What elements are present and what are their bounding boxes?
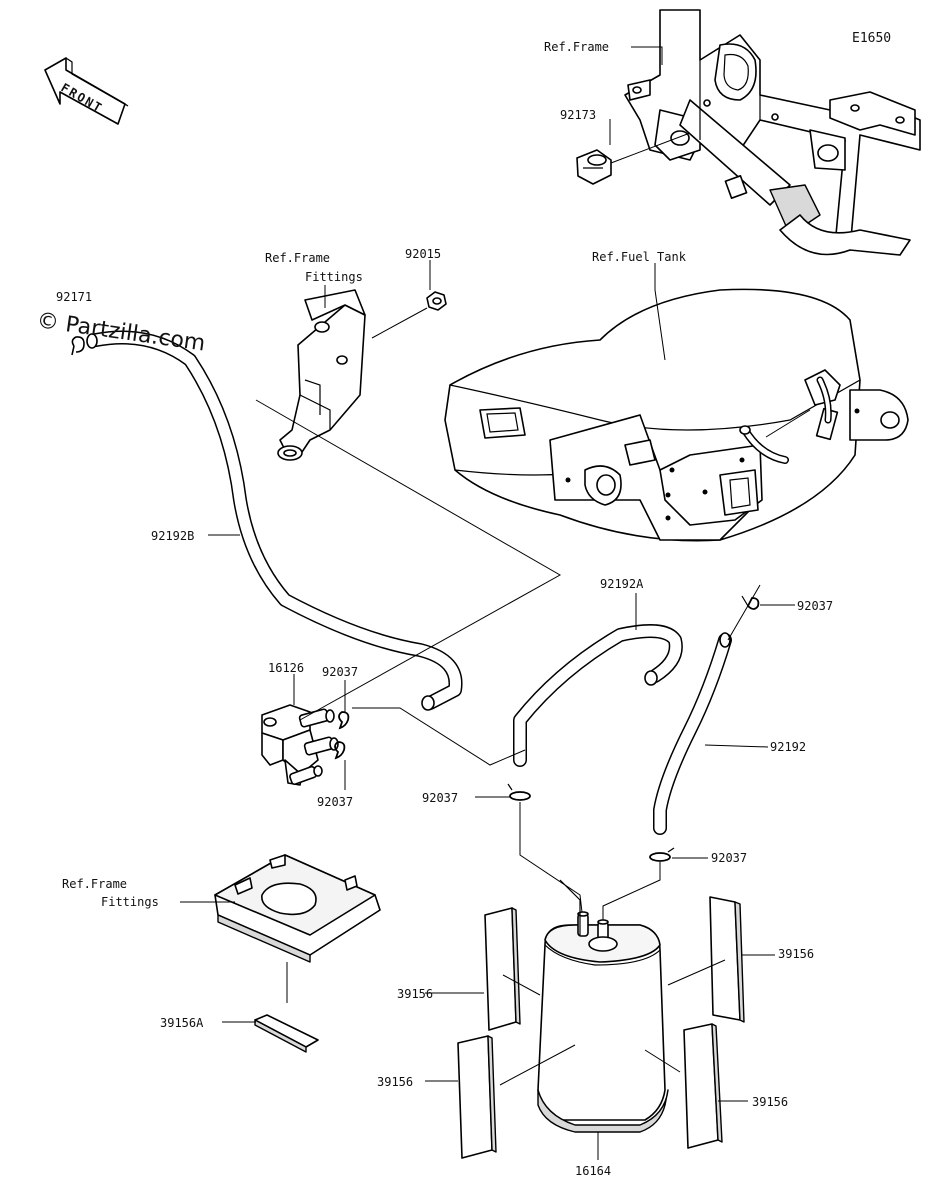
- ref-fuel-tank-label: Ref.Fuel Tank: [592, 250, 687, 264]
- part-number-92037-right: 92037: [711, 851, 747, 865]
- part-number-92037-left: 92037: [422, 791, 458, 805]
- part-number-39156-left-top: 39156: [397, 987, 433, 1001]
- part-number-92192B: 92192B: [151, 529, 194, 543]
- hose-92192A: [513, 624, 683, 767]
- hose-92192: [653, 584, 761, 835]
- frame-fittings-lower-bracket: [214, 854, 381, 963]
- part-number-92192A: 92192A: [600, 577, 644, 591]
- frame-fittings-bracket: [277, 289, 366, 461]
- watermark: © Partzilla.com: [35, 308, 207, 356]
- part-number-92192: 92192: [770, 740, 806, 754]
- part-number-16164: 16164: [575, 1164, 611, 1178]
- clamp-92037-valve-bottom: [334, 741, 346, 760]
- canister-16164: [537, 879, 669, 1133]
- part-number-39156-right-bottom: 39156: [752, 1095, 788, 1109]
- part-number-92015: 92015: [405, 247, 441, 261]
- part-number-92037-tank: 92037: [797, 599, 833, 613]
- diagram-code: E1650: [852, 31, 891, 46]
- clamp-92037-tank: [741, 595, 760, 610]
- clamp-92037-valve-top: [338, 711, 350, 730]
- leader-lines: [180, 46, 795, 1160]
- pad-39156-right-top: [709, 896, 745, 1023]
- part-number-92173: 92173: [560, 108, 596, 122]
- part-number-39156A: 39156A: [160, 1016, 204, 1030]
- part-number-16126: 16126: [268, 661, 304, 675]
- part-number-92037-valve-top: 92037: [322, 665, 358, 679]
- pad-39156-left-bottom: [457, 1035, 497, 1159]
- pad-39156A: [254, 1014, 319, 1053]
- clip-92171: [71, 336, 85, 356]
- pad-39156-right-bottom: [683, 1023, 723, 1149]
- ref-frame-fittings-lower-label-line2: Fittings: [101, 895, 159, 909]
- clamp-92037-left: [507, 783, 531, 801]
- frame-reference-illustration: [624, 9, 921, 256]
- part-number-92171: 92171: [56, 290, 92, 304]
- front-direction-arrow: FRONT: [44, 57, 129, 125]
- ref-frame-fittings-label-line2: Fittings: [305, 270, 363, 284]
- nut-92015: [371, 291, 447, 339]
- solenoid-valve-16126: [261, 704, 339, 786]
- ref-frame-fittings-lower-label-line1: Ref.Frame: [62, 877, 127, 891]
- ref-frame-fittings-label-line1: Ref.Frame: [265, 251, 330, 265]
- pad-39156-left-top: [484, 907, 521, 1031]
- hose-92192B: [86, 330, 463, 711]
- part-number-92037-valve-bottom: 92037: [317, 795, 353, 809]
- fuel-tank-reference: [444, 288, 909, 542]
- part-number-39156-left-bottom: 39156: [377, 1075, 413, 1089]
- part-number-39156-right-top: 39156: [778, 947, 814, 961]
- clamp-92037-right: [649, 847, 675, 862]
- grommet-92173: [576, 132, 691, 185]
- ref-frame-label: Ref.Frame: [544, 40, 609, 54]
